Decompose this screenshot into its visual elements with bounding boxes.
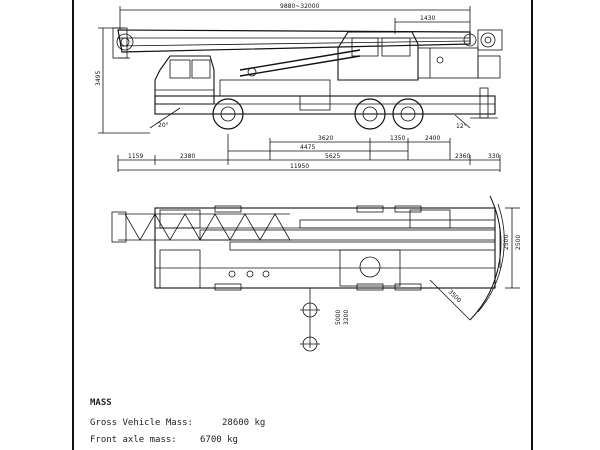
mass-label: Front axle mass: (90, 435, 177, 445)
side-wheels (212, 98, 424, 130)
mass-title: MASS (90, 398, 112, 408)
mass-value: 6700 kg (200, 435, 238, 445)
dim-row1-c: 2400 (425, 135, 440, 142)
top-view-dimension-texts: 2500 2500 3500 5000 3200 (335, 235, 522, 325)
dim-tail-radius: 3500 (447, 288, 463, 304)
dim-row3-c: 5625 (325, 153, 340, 160)
dim-row3-b: 2380 (180, 153, 195, 160)
dim-row1-a: 3620 (318, 135, 333, 142)
sheet-right-border (531, 0, 533, 450)
dim-boom-overhang: 1430 (420, 15, 435, 22)
dim-top-right-1: 2500 (515, 235, 522, 250)
dim-overall-height: 3495 (95, 71, 102, 86)
outrigger-label-1: 5000 (335, 310, 342, 325)
dim-boom-length: 9880~32000 (280, 3, 320, 10)
departure-angle: 12° (456, 123, 467, 130)
dim-row2-a: 4475 (300, 144, 315, 151)
dim-row3-a: 1159 (128, 153, 143, 160)
dim-row3-e: 330 (488, 153, 500, 160)
dim-top-right-2: 2500 (503, 235, 510, 250)
dim-row1-b: 1350 (390, 135, 405, 142)
dim-row3-d: 2360 (455, 153, 470, 160)
side-view-dimension-texts: 9880~32000 1430 3495 20° 12° 3620 1350 2… (95, 3, 500, 170)
approach-angle: 20° (158, 122, 169, 129)
mass-label: Gross Vehicle Mass: (90, 418, 193, 428)
dim-overall-length: 11950 (290, 163, 309, 170)
side-view (98, 6, 503, 172)
mass-value: 28600 kg (222, 418, 266, 428)
top-view (111, 195, 520, 352)
sheet-left-border (72, 0, 74, 450)
outrigger-label-2: 3200 (343, 310, 350, 325)
